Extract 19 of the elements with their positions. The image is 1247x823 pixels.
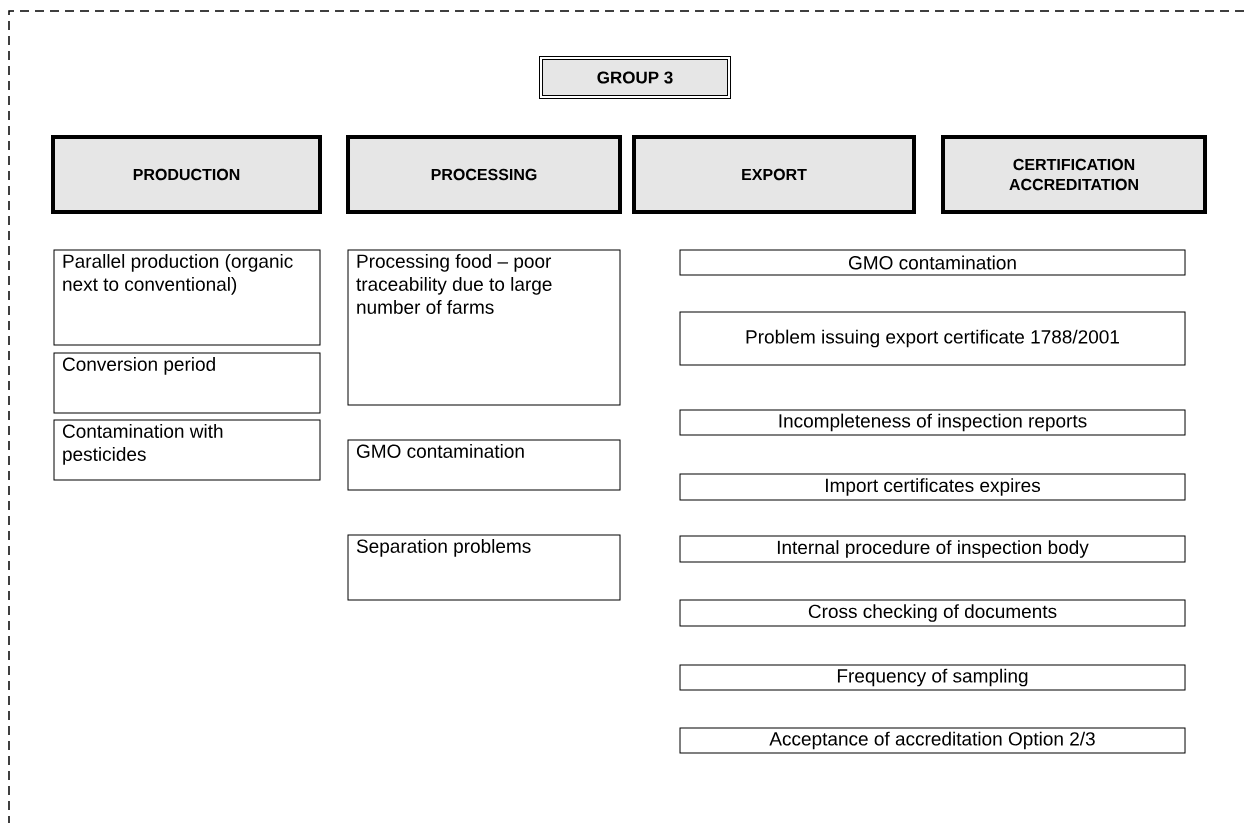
issue-box: Problem issuing export certificate 1788/2001 xyxy=(679,311,1186,366)
title-box: GROUP 3 xyxy=(539,56,731,99)
issue-box: Cross checking of documents xyxy=(679,599,1186,627)
issue-box: GMO contamination xyxy=(679,249,1186,276)
category-box: PRODUCTION xyxy=(51,135,322,214)
issue-box: Acceptance of accreditation Option 2/3 xyxy=(679,727,1186,754)
category-box: PROCESSING xyxy=(346,135,622,214)
issue-box: Parallel production (organic next to conventional) xyxy=(53,249,321,346)
issue-box: Incompleteness of inspection reports xyxy=(679,409,1186,436)
issue-box: Processing food – poor traceability due to large number of farms xyxy=(347,249,621,406)
issue-box: Import certificates expires xyxy=(679,473,1186,501)
issue-box: Frequency of sampling xyxy=(679,664,1186,691)
issue-box: Contamination with pesticides xyxy=(53,419,321,481)
category-box: EXPORT xyxy=(632,135,916,214)
issue-box: Separation problems xyxy=(347,534,621,601)
issue-box: Conversion period xyxy=(53,352,321,414)
category-box: CERTIFICATION ACCREDITATION xyxy=(941,135,1207,214)
issue-box: Internal procedure of inspection body xyxy=(679,535,1186,563)
issue-box: GMO contamination xyxy=(347,439,621,491)
